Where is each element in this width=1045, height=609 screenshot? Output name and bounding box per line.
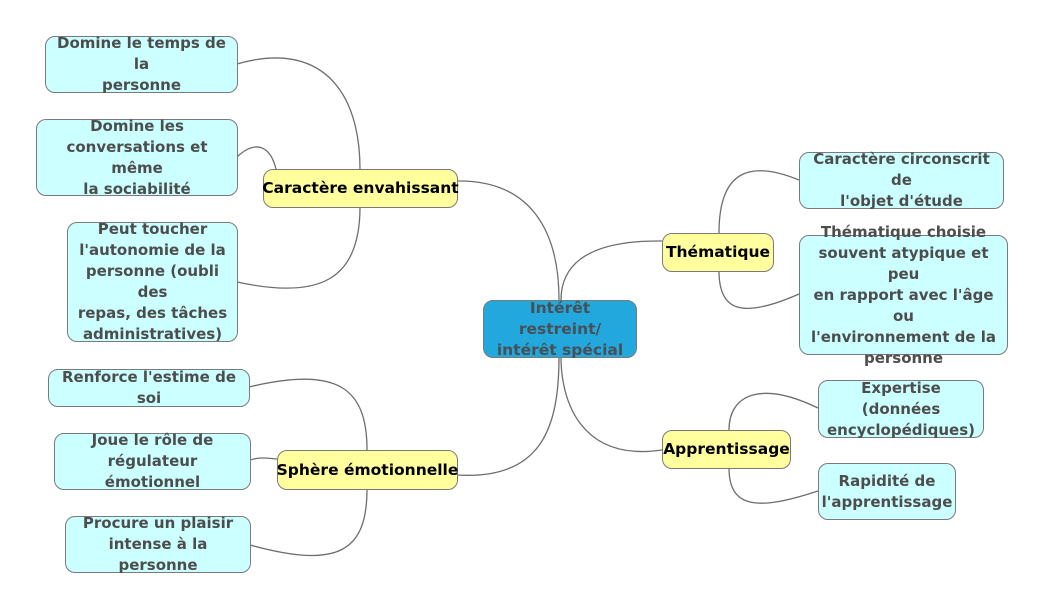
leaf-line: l'objet d'étude: [840, 192, 963, 210]
leaf-estime-de-soi[interactable]: Renforce l'estime de soi: [48, 368, 250, 407]
leaf-line: Procure un plaisir: [82, 514, 234, 532]
leaf-domine-conversations[interactable]: Domine les conversations et même la soci…: [36, 116, 238, 198]
leaf-line: personne: [101, 76, 182, 94]
leaf-rapidite[interactable]: Rapidité de l'apprentissage: [818, 463, 956, 520]
leaf-line: intense à la personne: [108, 535, 208, 574]
leaf-line: en rapport avec l'âge ou: [813, 285, 994, 325]
leaf-domine-temps[interactable]: Domine le temps de la personne: [45, 34, 238, 94]
leaf-line: Rapidité de: [838, 471, 936, 490]
leaf-line: Peut toucher: [97, 220, 208, 238]
connector-caractere-leaf1: [236, 57, 361, 170]
leaf-autonomie[interactable]: Peut toucher l'autonomie de la personne …: [67, 220, 238, 343]
connector-sphere-leaf1: [248, 378, 368, 451]
leaf-line: Domine le temps de la: [57, 34, 226, 73]
leaf-line: personne (oubli des: [85, 262, 220, 301]
branch-label: Sphère émotionnelle: [276, 460, 459, 479]
branch-label: Apprentissage: [663, 440, 790, 458]
leaf-line: repas, des tâches: [77, 304, 228, 322]
connector-thematique-leaf2: [718, 270, 800, 309]
connector-central-sphere: [456, 356, 560, 476]
leaf-line: régulateur émotionnel: [104, 452, 201, 491]
connector-apprentissage-leaf2: [728, 467, 819, 504]
leaf-line: encyclopédiques): [826, 420, 976, 439]
leaf-expertise[interactable]: Expertise (données encyclopédiques): [818, 378, 984, 439]
branch-thematique[interactable]: Thématique: [662, 233, 774, 272]
leaf-line: Joue le rôle de: [91, 431, 214, 449]
branch-label: Caractère envahissant: [262, 179, 459, 197]
connector-thematique-leaf1: [718, 170, 800, 234]
leaf-line: Renforce l'estime de soi: [61, 368, 236, 407]
connector-sphere-leaf3: [249, 488, 368, 557]
leaf-line: Domine les: [90, 116, 184, 135]
branch-sphere-emotionnelle[interactable]: Sphère émotionnelle: [277, 450, 458, 490]
leaf-line: conversations et même: [66, 137, 208, 177]
leaf-line: personne: [863, 348, 944, 367]
branch-apprentissage[interactable]: Apprentissage: [662, 430, 791, 469]
central-topic-line: intérêt spécial: [496, 340, 624, 359]
branch-label: Thématique: [665, 243, 771, 261]
leaf-line: Thématique choisie: [820, 222, 987, 241]
central-topic-line: Intérêt restreint/: [518, 298, 602, 338]
connector-apprentissage-leaf1: [728, 392, 819, 431]
connector-central-caractere: [456, 180, 560, 301]
leaf-caractere-circonscrit[interactable]: Caractère circonscrit de l'objet d'étude: [799, 150, 1004, 210]
leaf-line: l'environnement de la: [810, 327, 996, 346]
leaf-line: l'apprentissage: [821, 492, 953, 511]
leaf-thematique-atypique[interactable]: Thématique choisie souvent atypique et p…: [799, 223, 1008, 367]
connector-caractere-leaf2: [236, 146, 277, 170]
branch-caractere-envahissant[interactable]: Caractère envahissant: [262, 169, 459, 208]
leaf-plaisir-intense[interactable]: Procure un plaisir intense à la personne: [65, 514, 251, 574]
central-topic[interactable]: Intérêt restreint/ intérêt spécial: [483, 298, 637, 359]
leaf-line: Expertise (données: [861, 378, 941, 418]
leaf-regulateur-emotionnel[interactable]: Joue le rôle de régulateur émotionnel: [54, 431, 251, 491]
leaf-line: Caractère circonscrit de: [813, 150, 990, 189]
leaf-line: l'autonomie de la: [79, 241, 226, 259]
leaf-line: administratives): [82, 325, 223, 343]
connector-central-thematique: [560, 240, 663, 301]
connector-caractere-leaf3: [236, 206, 361, 289]
connector-sphere-leaf2: [249, 457, 278, 461]
leaf-line: souvent atypique et peu: [818, 243, 989, 283]
connector-central-apprentissage: [560, 356, 663, 453]
leaf-line: la sociabilité: [83, 179, 191, 198]
